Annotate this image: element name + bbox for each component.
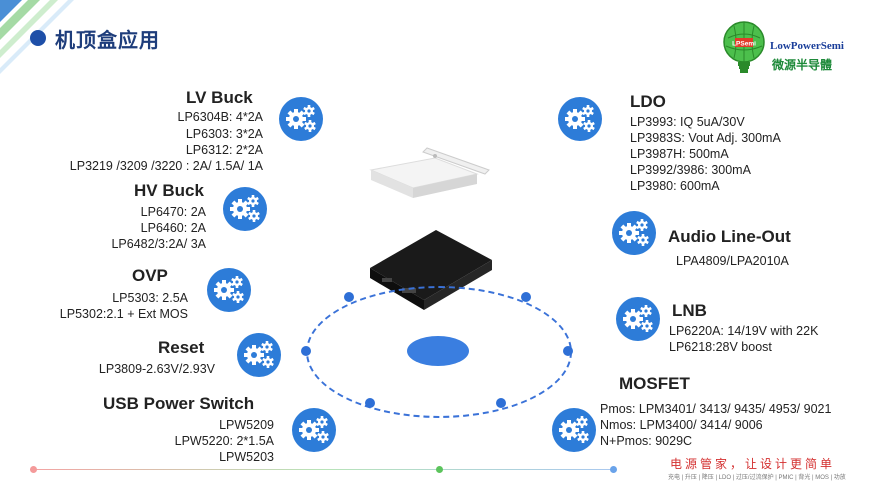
hv-buck-line: LP6482/3:2A/ 3A <box>111 237 206 251</box>
ring-dot <box>496 398 506 408</box>
page-title: 机顶盒应用 <box>55 30 160 52</box>
gear-icon <box>207 268 251 312</box>
ldo-line: LP3980: 600mA <box>630 179 720 193</box>
ring-dot <box>563 346 573 356</box>
usb-power-switch-line: LPW5220: 2*1.5A <box>174 434 274 448</box>
lv-buck-line: LP3219 /3209 /3220 : 2A/ 1.5A/ 1A <box>69 159 263 173</box>
lv-buck-title: LV Buck <box>186 88 253 107</box>
lnb-line: LP6220A: 14/19V with 22K <box>669 324 819 338</box>
gear-icon <box>552 408 596 452</box>
footer-dot <box>30 466 37 473</box>
lv-buck-line: LP6303: 3*2A <box>185 127 263 141</box>
ovp-line: LP5303: 2.5A <box>112 291 188 305</box>
footer-divider <box>30 469 615 470</box>
footer-dot <box>610 466 617 473</box>
ldo-line: LP3993: IQ 5uA/30V <box>630 115 745 129</box>
audio-line-out-title: Audio Line-Out <box>668 227 791 246</box>
footer-subslogan: 充电 | 升压 | 降压 | LDO | 过压/过流保护 | PMIC | 背光… <box>668 475 846 481</box>
mosfet-title: MOSFET <box>619 374 690 393</box>
hv-buck-line: LP6460: 2A <box>140 221 206 235</box>
hv-buck-line: LP6470: 2A <box>140 205 206 219</box>
mosfet-line: Pmos: LPM3401/ 3413/ 9435/ 4953/ 9021 <box>600 402 832 416</box>
footer-slogan: 电源管家，让设计更简单 <box>670 457 836 471</box>
title-bullet-icon <box>30 30 46 46</box>
lnb-line: LP6218:28V boost <box>669 340 772 354</box>
reset-line: LP3809-2.63V/2.93V <box>98 362 215 376</box>
ldo-line: LP3983S: Vout Adj. 300mA <box>630 131 781 145</box>
ovp-title: OVP <box>132 266 168 285</box>
ldo-title: LDO <box>630 92 666 111</box>
gear-icon <box>616 297 660 341</box>
audio-line-out-line: LPA4809/LPA2010A <box>676 254 789 268</box>
usb-power-switch-line: LPW5209 <box>219 418 274 432</box>
gear-icon <box>279 97 323 141</box>
gear-icon <box>612 211 656 255</box>
ldo-line: LP3987H: 500mA <box>630 147 729 161</box>
usb-power-switch-line: LPW5203 <box>219 450 274 464</box>
ldo-line: LP3992/3986: 300mA <box>630 163 751 177</box>
white-settop-box-image <box>369 147 490 198</box>
mosfet-line: N+Pmos: 9029C <box>600 434 693 448</box>
lnb-title: LNB <box>672 301 707 320</box>
hv-buck-title: HV Buck <box>134 181 204 200</box>
lv-buck-line: LP6304B: 4*2A <box>177 110 264 124</box>
lowpowersemi-logo: LPSemi <box>723 21 765 73</box>
gear-icon <box>558 97 602 141</box>
ring-dot <box>365 398 375 408</box>
ring-dot <box>344 292 354 302</box>
footer-dot <box>436 466 443 473</box>
gear-icon <box>223 187 267 231</box>
logo-brand-cn: 微源半导體 <box>772 58 833 72</box>
logo-brand-name: LowPowerSemi <box>770 40 844 52</box>
gear-icon <box>237 333 281 377</box>
center-node <box>407 336 469 366</box>
mosfet-line: Nmos: LPM3400/ 3414/ 9006 <box>600 418 763 432</box>
ovp-line: LP5302:2.1 + Ext MOS <box>59 307 188 321</box>
lv-buck-line: LP6312: 2*2A <box>185 143 263 157</box>
gear-icon <box>292 408 336 452</box>
ring-dot <box>301 346 311 356</box>
ring-dot <box>521 292 531 302</box>
reset-title: Reset <box>158 338 205 357</box>
logo-badge: LPSemi <box>732 41 756 48</box>
usb-power-switch-title: USB Power Switch <box>103 394 255 413</box>
